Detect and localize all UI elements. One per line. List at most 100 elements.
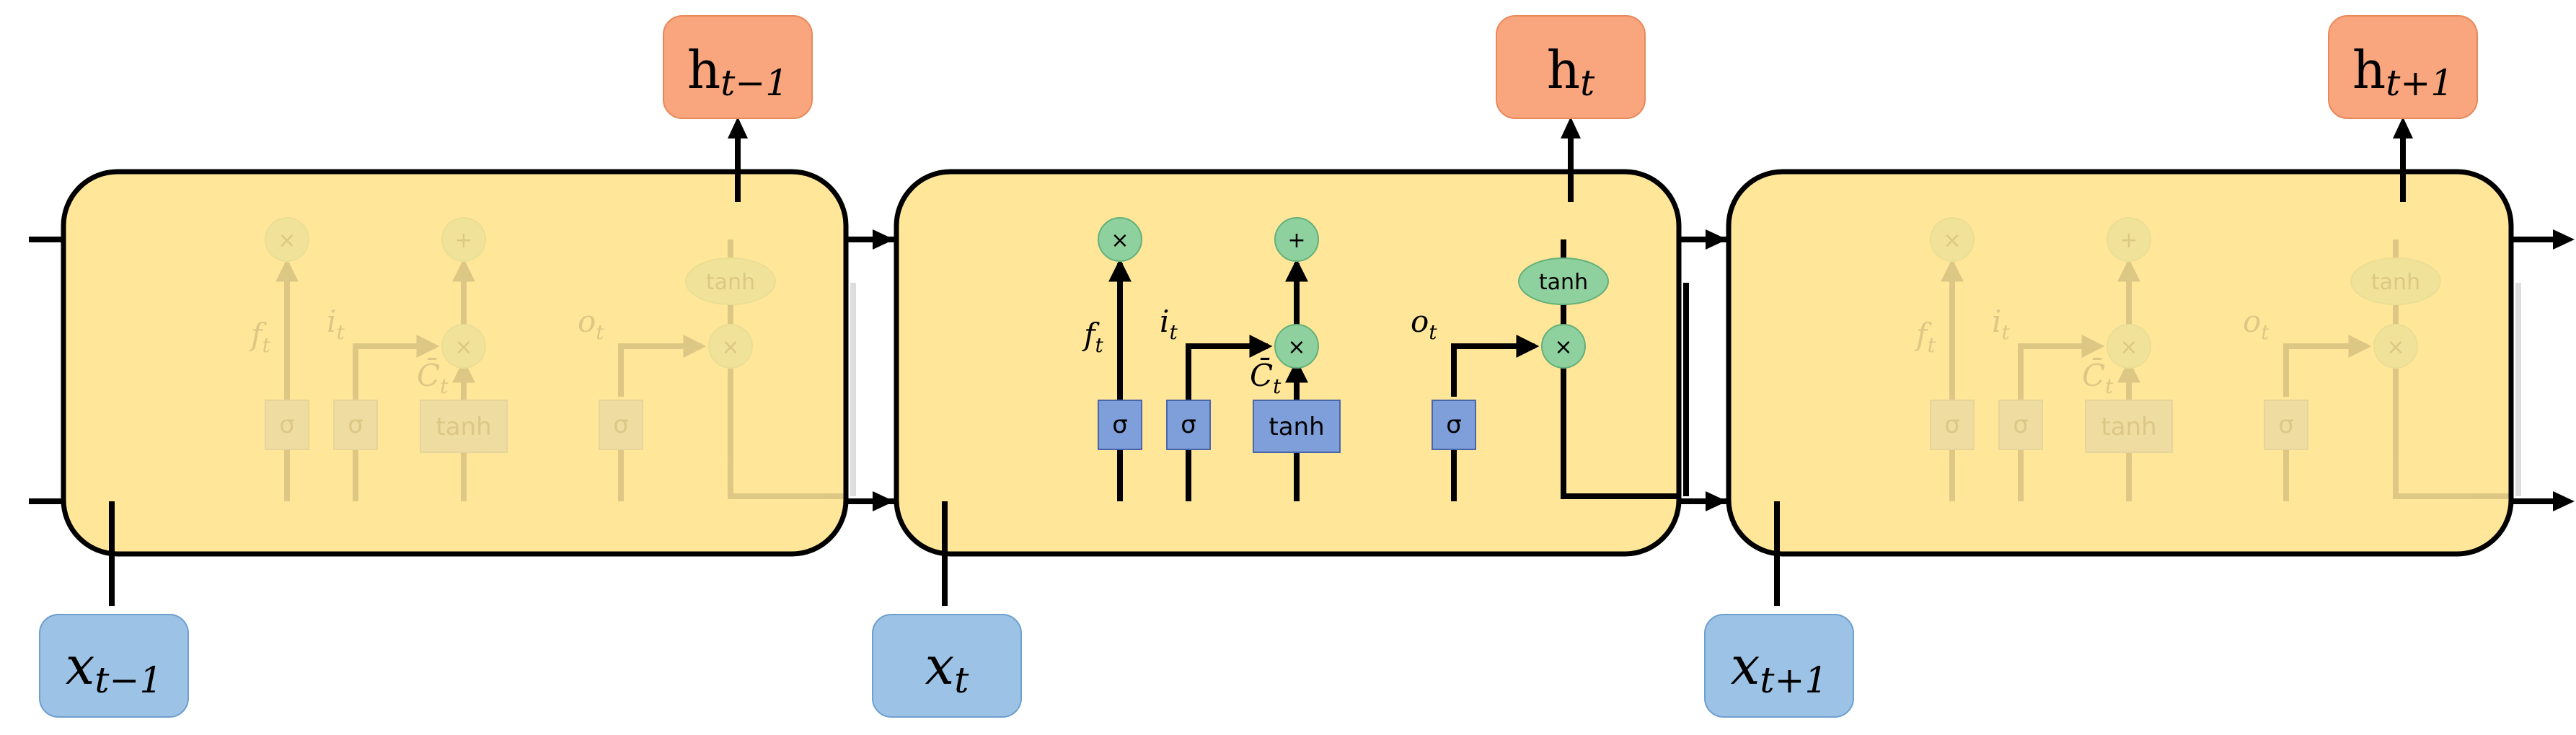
wire bbox=[1451, 335, 1540, 397]
input-state-box bbox=[872, 614, 1022, 718]
sigma-gate bbox=[265, 400, 309, 450]
output-multiply-op bbox=[708, 324, 753, 369]
input-state-box bbox=[39, 614, 189, 718]
sigma-label: σ bbox=[279, 410, 295, 439]
arrowhead bbox=[1561, 117, 1581, 138]
sigma-gate bbox=[1098, 400, 1142, 450]
cell-add-op bbox=[1274, 217, 1319, 262]
output-gate-label: ot bbox=[2243, 304, 2270, 344]
input-gate-label: it bbox=[327, 304, 345, 344]
input-multiply-op-symbol: × bbox=[454, 335, 472, 360]
hidden-state-label: ht bbox=[1547, 40, 1595, 104]
tanh-op bbox=[1518, 258, 1609, 305]
arrowhead bbox=[1706, 229, 1727, 250]
tanh-label: tanh bbox=[436, 413, 491, 441]
sigma-gate bbox=[1998, 400, 2043, 450]
input-state-box bbox=[1704, 614, 1854, 718]
arrowhead bbox=[873, 491, 894, 511]
cell-add-op-symbol: + bbox=[1287, 228, 1305, 253]
tanh-op-label: tanh bbox=[1539, 270, 1588, 295]
forget-multiply-op-symbol: × bbox=[1943, 228, 1961, 253]
tanh-label: tanh bbox=[2101, 413, 2156, 441]
forget-multiply-op bbox=[1930, 217, 1975, 262]
cell-add-op bbox=[441, 217, 486, 262]
forget-multiply-op bbox=[265, 217, 309, 262]
wire bbox=[1186, 335, 1273, 400]
candidate-label: C̄t bbox=[417, 356, 449, 398]
hidden-state-label: ht−1 bbox=[687, 40, 788, 104]
input-multiply-op bbox=[441, 324, 486, 369]
arrowhead bbox=[2553, 229, 2575, 250]
candidate-label: C̄t bbox=[2082, 356, 2114, 398]
output-multiply-op bbox=[2373, 324, 2418, 369]
sigma-label: σ bbox=[348, 410, 363, 439]
sigma-gate bbox=[1166, 400, 1211, 450]
tanh-gate bbox=[1253, 400, 1341, 453]
tanh-gate bbox=[420, 400, 508, 453]
cell-add-op bbox=[2107, 217, 2151, 262]
hidden-state-box bbox=[2328, 15, 2478, 119]
wire bbox=[2283, 335, 2372, 397]
wire bbox=[2393, 364, 2511, 499]
wire bbox=[353, 335, 440, 400]
candidate-label: C̄t bbox=[1250, 356, 1282, 398]
hidden-state-box bbox=[1496, 15, 1646, 119]
input-gate-label: it bbox=[1160, 304, 1178, 344]
sigma-label: σ bbox=[1446, 410, 1462, 439]
sigma-label: σ bbox=[1181, 410, 1196, 439]
output-multiply-op-symbol: × bbox=[721, 335, 739, 360]
forget-multiply-op bbox=[1098, 217, 1142, 262]
wire bbox=[728, 364, 846, 499]
output-multiply-op-symbol: × bbox=[2386, 335, 2404, 360]
sigma-label: σ bbox=[2013, 410, 2029, 439]
tanh-op bbox=[2350, 258, 2441, 305]
tanh-op bbox=[685, 258, 776, 305]
sigma-gate bbox=[1930, 400, 1975, 450]
output-multiply-op bbox=[1541, 324, 1586, 369]
hidden-state-label: ht+1 bbox=[2352, 40, 2453, 104]
sigma-gate bbox=[599, 400, 643, 450]
sigma-label: σ bbox=[1112, 410, 1128, 439]
input-multiply-op bbox=[2107, 324, 2151, 369]
tanh-op-label: tanh bbox=[2371, 270, 2420, 295]
hidden-state-box bbox=[663, 15, 813, 119]
cell-add-op-symbol: + bbox=[2120, 228, 2138, 253]
arrowhead bbox=[1706, 491, 1727, 511]
sigma-label: σ bbox=[2278, 410, 2294, 439]
input-multiply-op-symbol: × bbox=[2120, 335, 2138, 360]
wire bbox=[2018, 335, 2105, 400]
arrowhead bbox=[2393, 117, 2413, 138]
output-multiply-op-symbol: × bbox=[1554, 335, 1572, 360]
output-gate-label: ot bbox=[1411, 304, 1437, 344]
sigma-label: σ bbox=[613, 410, 629, 439]
input-state-label: xt−1 bbox=[66, 635, 162, 701]
tanh-label: tanh bbox=[1269, 413, 1324, 441]
tanh-op-label: tanh bbox=[706, 270, 755, 295]
cell-add-op-symbol: + bbox=[454, 228, 472, 253]
input-state-label: xt+1 bbox=[1731, 635, 1827, 701]
forget-multiply-op-symbol: × bbox=[278, 228, 296, 253]
output-gate-label: ot bbox=[578, 304, 604, 344]
arrowhead bbox=[728, 117, 748, 138]
wire bbox=[618, 335, 707, 397]
wire bbox=[1561, 364, 1679, 499]
sigma-gate bbox=[1432, 400, 1476, 450]
input-multiply-op bbox=[1274, 324, 1319, 369]
sigma-gate bbox=[333, 400, 378, 450]
tanh-gate bbox=[2085, 400, 2173, 453]
sigma-label: σ bbox=[1944, 410, 1960, 439]
input-gate-label: it bbox=[1992, 304, 2010, 344]
forget-multiply-op-symbol: × bbox=[1111, 228, 1129, 253]
input-multiply-op-symbol: × bbox=[1287, 335, 1305, 360]
input-state-label: xt bbox=[925, 635, 970, 701]
sigma-gate bbox=[2264, 400, 2308, 450]
arrowhead bbox=[2553, 491, 2575, 511]
arrowhead bbox=[873, 229, 894, 250]
